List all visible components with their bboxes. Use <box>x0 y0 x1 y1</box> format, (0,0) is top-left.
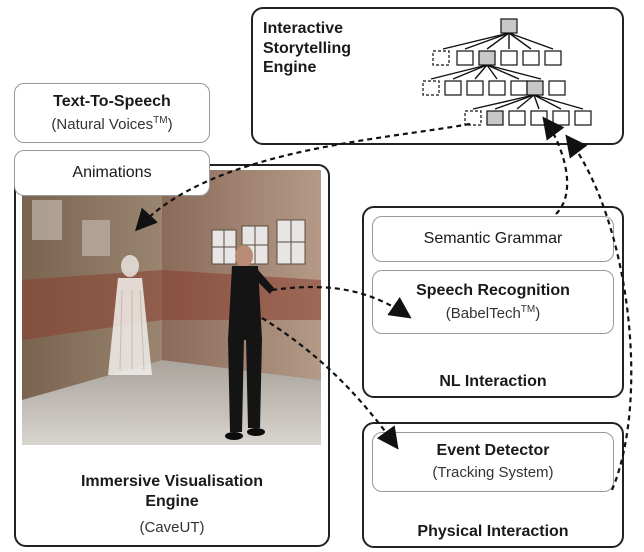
arrow-man-to-speech <box>271 285 412 319</box>
animations-label: Animations <box>72 164 152 181</box>
storytelling-engine-title: Interactive Storytelling Engine <box>263 19 351 78</box>
speech-recognition-box: Speech Recognition (BabelTechTM) <box>372 270 614 334</box>
event-detector-subtitle: (Tracking System) <box>432 464 554 481</box>
text-to-speech-subtitle: (Natural VoicesTM) <box>15 115 209 134</box>
arrow-physical-to-story <box>565 134 633 491</box>
speech-sub-close: ) <box>535 305 541 322</box>
tts-subtitle-text: (Natural Voices <box>51 116 154 133</box>
tts-trademark: TM <box>153 115 168 126</box>
speech-trademark: TM <box>520 304 536 315</box>
storytelling-title-line-3: Engine <box>263 59 317 77</box>
speech-recognition-title: Speech Recognition <box>416 282 570 299</box>
story-tree <box>422 18 592 126</box>
cave-scene-drawing <box>22 170 321 445</box>
visualisation-title-line-2: Engine <box>145 492 199 510</box>
arrow-grammar-to-story <box>542 116 569 215</box>
text-to-speech-box: Text-To-Speech (Natural VoicesTM) <box>14 83 210 143</box>
animations-box: Animations <box>14 150 210 196</box>
speech-sub-text: (BabelTech <box>445 305 521 322</box>
arrow-man-to-detector <box>261 317 399 450</box>
storytelling-title-line-1: Interactive <box>263 20 344 37</box>
speech-recognition-subtitle: (BabelTechTM) <box>373 304 613 323</box>
tree-node-root <box>500 18 518 34</box>
visualisation-title-line-1: Immersive Visualisation <box>80 473 263 490</box>
event-detector-title: Event Detector <box>436 442 550 459</box>
physical-interaction-title: Physical Interaction <box>417 523 569 540</box>
text-to-speech-title: Text-To-Speech <box>53 93 171 110</box>
storytelling-engine-box: Interactive Storytelling Engine <box>251 7 624 145</box>
nl-interaction-title: NL Interaction <box>439 373 547 390</box>
storytelling-title-line-2: Storytelling <box>263 39 352 57</box>
arrow-story-to-animations <box>135 122 471 232</box>
visualisation-engine-subtitle: (CaveUT) <box>139 519 205 536</box>
visualisation-engine-title: Immersive Visualisation Engine <box>14 472 330 511</box>
event-detector-box: Event Detector (Tracking System) <box>372 432 614 492</box>
semantic-grammar-box: Semantic Grammar <box>372 216 614 262</box>
tts-subtitle-close: ) <box>167 116 173 133</box>
cave-scene-image <box>22 170 321 445</box>
semantic-grammar-label: Semantic Grammar <box>423 230 563 247</box>
